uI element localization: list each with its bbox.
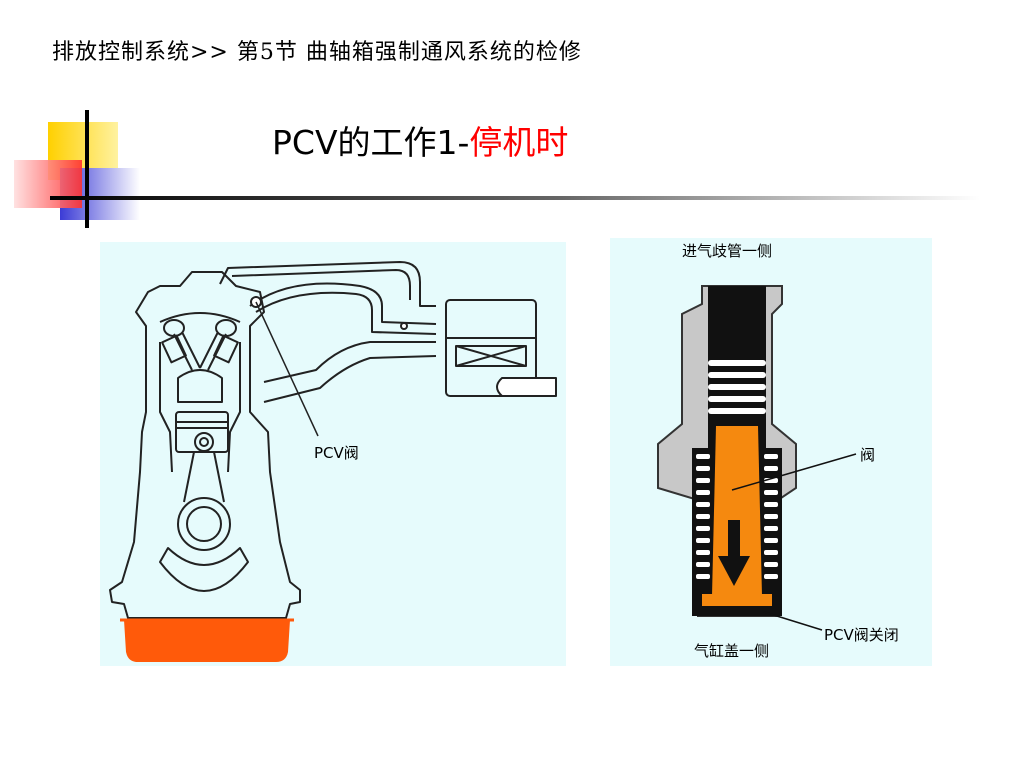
valve-label: 阀 (860, 446, 876, 464)
closed-leader-line (763, 611, 823, 631)
pcv-valve-diagram: 进气歧管一侧 阀 PCV阀关闭 气缸盖一侧 (610, 238, 932, 666)
crankshaft (159, 547, 249, 592)
slide-title: PCV的工作1-停机时 (272, 116, 568, 164)
upper-spring (708, 360, 766, 414)
cylinder-head-side-label: 气缸盖一侧 (694, 642, 770, 660)
air-cleaner (445, 299, 537, 397)
pcv-leader-line (255, 301, 319, 437)
pcv-valve-drawing (657, 285, 857, 631)
engine-drawing (109, 261, 557, 662)
oil-sump (124, 620, 290, 662)
pcv-closed-label: PCV阀关闭 (824, 626, 899, 644)
piston (175, 411, 229, 453)
breadcrumb: 排放控制系统>> 第5节 曲轴箱强制通风系统的检修 (52, 40, 582, 65)
intake-valve (173, 331, 201, 371)
valve-seat (702, 594, 772, 606)
valve-leader-line (731, 453, 857, 491)
exhaust-valve (199, 331, 227, 371)
connecting-rod (183, 451, 225, 503)
engine-diagram: PCV阀 (100, 242, 566, 666)
intake-side-label: 进气歧管一侧 (682, 242, 773, 260)
breather-hose (219, 261, 436, 307)
down-arrow-icon (718, 520, 750, 586)
intake-manifold (263, 341, 436, 383)
valve-plunger (712, 426, 762, 596)
engine-block-outline (109, 271, 301, 619)
deco-red-square (14, 160, 82, 208)
deco-horizontal-line (50, 196, 980, 200)
slide-decoration (14, 110, 980, 228)
title-accent: 停机时 (469, 123, 569, 162)
pcv-valve-label: PCV阀 (314, 444, 359, 462)
deco-vertical-line (85, 110, 89, 228)
pcv-hose (249, 282, 437, 325)
title-main: PCV的工作1- (272, 123, 470, 162)
lower-spring (696, 454, 778, 579)
